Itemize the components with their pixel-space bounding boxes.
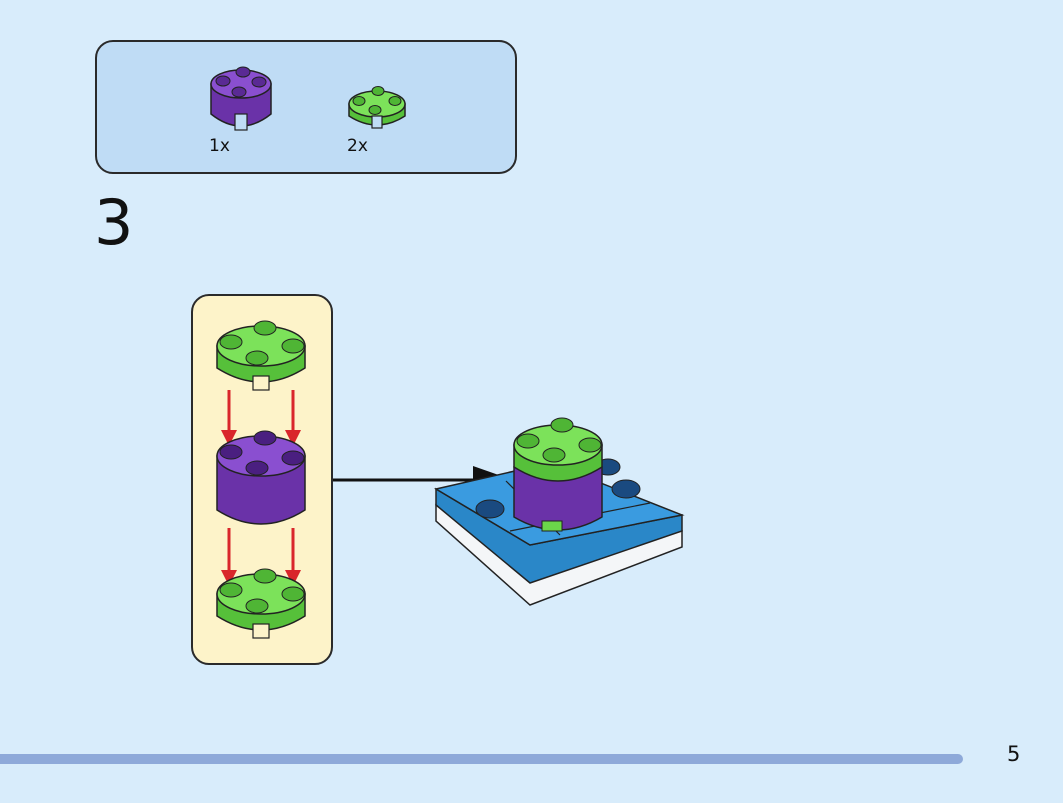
green-plate-bottom-icon	[216, 568, 306, 639]
parts-list-box: 1x 2x	[95, 40, 517, 174]
main-model-illustration	[434, 417, 685, 606]
page-number: 5	[1007, 742, 1021, 766]
red-arrows-lower	[221, 528, 301, 586]
green-plate-qty: 2x	[347, 136, 368, 156]
green-plate-top-icon	[216, 320, 306, 391]
sub-assembly-illustration	[216, 320, 306, 639]
purple-round-brick-icon	[210, 66, 272, 131]
red-arrows-upper	[221, 390, 301, 446]
step-number: 3	[94, 186, 134, 259]
green-round-plate-icon	[348, 86, 406, 129]
progress-bar	[0, 754, 963, 764]
purple-brick-icon	[216, 430, 306, 525]
purple-brick-qty: 1x	[209, 136, 230, 156]
